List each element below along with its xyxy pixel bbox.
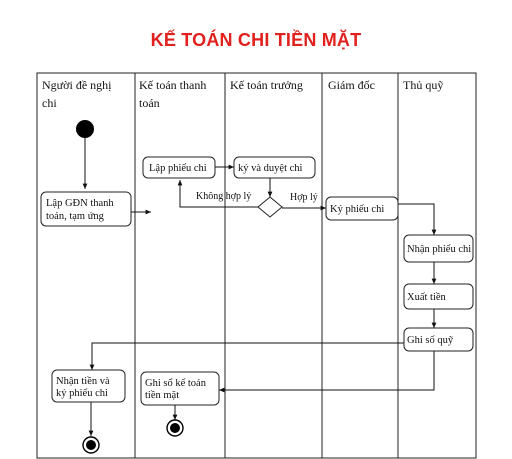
end-node-accountant — [166, 419, 184, 437]
activity-lap-phieu-chi-label: Lập phiếu chi — [149, 163, 207, 174]
activity-ky-phieu-chi-label: Ký phiếu chi — [330, 204, 384, 215]
guard-khong-hop-ly: Không hợp lý — [196, 191, 251, 202]
activity-nhan-phieu-chi-label: Nhận phiếu chi — [407, 244, 471, 255]
end-node-requester — [82, 436, 100, 454]
decision-diamond — [257, 196, 283, 218]
activity-lap-phieu-chi — [142, 156, 216, 179]
flow-connectors — [82, 138, 437, 436]
activity-ghi-so-quy-label: Ghi số quỹ — [407, 335, 454, 346]
activity-ky-duyet-chi — [233, 156, 316, 179]
activity-ghi-so-ke-toan — [140, 371, 220, 406]
lane-header-chief-accountant: Kế toán trưởng — [230, 78, 303, 92]
activity-ky-duyet-chi-label: ký và duyệt chi — [238, 163, 303, 174]
activity-nhan-phieu-chi — [403, 234, 474, 263]
activity-xuat-tien — [403, 283, 474, 310]
start-node — [76, 120, 94, 138]
activity-ghi-so-quy — [403, 327, 474, 352]
activity-nhan-tien — [51, 369, 126, 403]
activity-ky-phieu-chi — [325, 196, 399, 221]
swimlane-frame — [36, 72, 477, 459]
lane-header-director: Giám đốc — [328, 78, 375, 92]
guard-hop-ly: Hợp lý — [290, 192, 318, 203]
activity-xuat-tien-label: Xuất tiền — [407, 292, 447, 303]
activity-lap-gdn — [40, 191, 132, 227]
page-title: KẾ TOÁN CHI TIỀN MẶT — [150, 30, 362, 50]
lane-header-cashier: Thủ quỹ — [403, 78, 443, 92]
